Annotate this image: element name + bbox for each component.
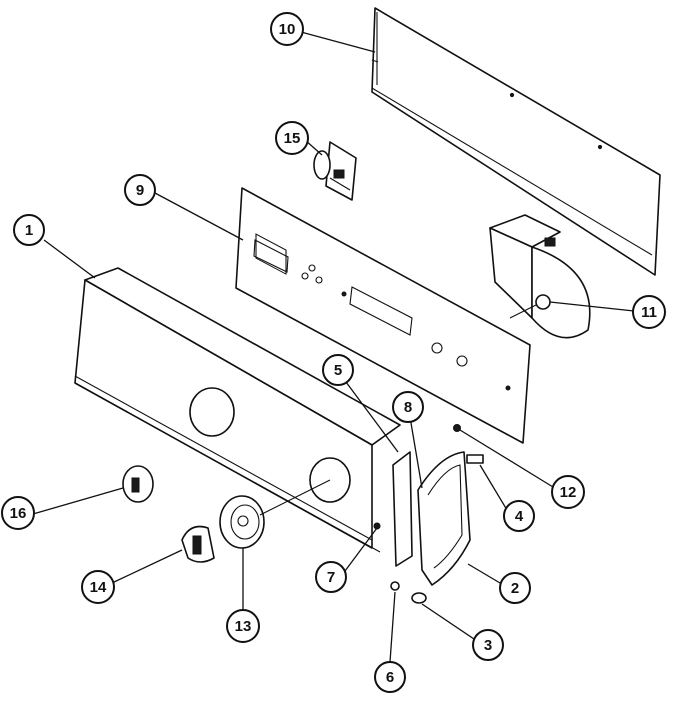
leader-lines: [32, 31, 635, 663]
part-15-switch: [313, 141, 357, 201]
callout-5: 5: [322, 354, 354, 386]
callout-3: 3: [472, 629, 504, 661]
callout-label-2: 2: [511, 580, 519, 597]
callout-1: 1: [13, 214, 45, 246]
callout-13: 13: [226, 609, 260, 643]
callout-7: 7: [315, 561, 347, 593]
callout-2: 2: [499, 572, 531, 604]
part-14-knob: [181, 525, 215, 563]
callout-label-6: 6: [386, 669, 394, 686]
part-12-screw: [453, 424, 461, 432]
callout-label-8: 8: [404, 399, 412, 416]
callout-6: 6: [374, 661, 406, 693]
callout-8: 8: [392, 391, 424, 423]
part-2-end-cap: [417, 451, 471, 586]
callout-4: 4: [503, 500, 535, 532]
callout-label-9: 9: [136, 182, 144, 199]
callout-15: 15: [275, 121, 309, 155]
callout-label-3: 3: [484, 637, 492, 654]
part-4-clip: [466, 454, 484, 464]
part-10-rear-panel: [371, 7, 661, 276]
callout-label-5: 5: [334, 362, 342, 379]
callout-label-12: 12: [560, 484, 577, 501]
callout-label-13: 13: [235, 618, 252, 635]
part-5-bracket: [392, 451, 413, 567]
callout-12: 12: [551, 475, 585, 509]
part-3-clip: [411, 592, 427, 604]
callout-label-4: 4: [515, 508, 524, 525]
callout-label-10: 10: [279, 21, 296, 38]
callout-label-14: 14: [90, 579, 107, 596]
callout-label-7: 7: [327, 569, 335, 586]
callout-label-11: 11: [641, 304, 657, 321]
callout-16: 16: [1, 496, 35, 530]
part-1-console-panel: [74, 267, 401, 553]
part-11-timer-assembly: [489, 214, 591, 339]
part-9-control-plate: [235, 187, 531, 444]
callout-label-15: 15: [284, 130, 301, 147]
part-16-knob: [122, 465, 154, 503]
callout-label-1: 1: [25, 222, 33, 239]
callout-11: 11: [632, 295, 666, 329]
callout-14: 14: [81, 570, 115, 604]
callout-label-16: 16: [10, 505, 27, 522]
part-6-screw: [390, 581, 400, 591]
callout-9: 9: [124, 174, 156, 206]
callout-10: 10: [270, 12, 304, 46]
part-13-dial-bezel: [219, 479, 331, 549]
